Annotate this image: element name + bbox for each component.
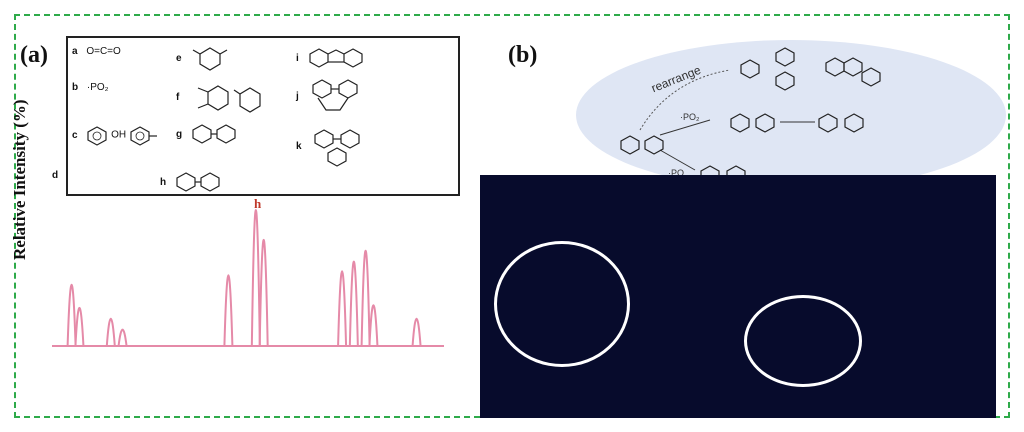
scheme-bubble xyxy=(576,40,1006,190)
spectrum-peak xyxy=(117,328,128,347)
legend-box: a O=C=O b ·PO₂ c OH e f xyxy=(66,36,460,196)
legend-item-k: k xyxy=(296,126,370,167)
spectrum-peak xyxy=(74,307,85,347)
image-artifact-region xyxy=(480,175,996,418)
spectrum-peak xyxy=(348,260,359,347)
benzene-icon xyxy=(740,59,760,79)
spectrum-peak xyxy=(258,239,269,347)
po-label: ·PO xyxy=(668,168,685,178)
legend-letter: h xyxy=(160,176,167,188)
phenol-molecule-icon xyxy=(87,126,107,146)
biphenyl-molecule-icon xyxy=(176,172,220,192)
fluorene-ring-icon xyxy=(775,47,795,67)
legend-text: O=C=O xyxy=(86,46,121,57)
legend-letter: k xyxy=(296,140,302,152)
spectrum-peak xyxy=(223,274,234,347)
legend-item-j: j xyxy=(296,78,368,114)
imide-molecule-icon xyxy=(197,85,261,113)
reaction-scheme xyxy=(620,47,881,185)
spectrum-peak xyxy=(411,318,422,347)
spectrum-peak xyxy=(250,209,261,347)
legend-text: OH xyxy=(111,129,127,141)
fused-ring-molecule-icon xyxy=(314,129,360,167)
legend-item-c: c OH xyxy=(72,126,159,146)
legend-letter: i xyxy=(296,52,299,64)
arrow-po2 xyxy=(659,119,711,136)
spectrum-peaks xyxy=(66,209,422,347)
y-axis-label: Relative Intensity (%) xyxy=(10,99,29,261)
legend-letter: a xyxy=(72,46,78,57)
spectrum-peak xyxy=(105,318,116,347)
fluorene-molecule-icon xyxy=(308,48,363,68)
spectrum-peak xyxy=(337,270,348,347)
legend-text: ·PO₂ xyxy=(86,82,109,93)
anthracene-ring-icon xyxy=(825,57,845,77)
legend-item-h: h xyxy=(160,172,221,192)
legend-letter: g xyxy=(176,128,183,140)
fluorene-icon xyxy=(755,113,775,133)
panel-b-label: (b) xyxy=(508,42,538,68)
spectrum-peak xyxy=(368,304,379,347)
spectrum-peak xyxy=(66,284,77,347)
legend-item-e: e xyxy=(176,46,230,71)
dopo-ring-icon xyxy=(620,135,640,155)
legend-item-d: d xyxy=(52,170,64,181)
biphenyl-molecule-icon xyxy=(192,124,236,144)
panel-a-label: (a) xyxy=(20,42,48,68)
spectrum-peak xyxy=(360,250,371,347)
artifact-circle xyxy=(744,295,862,387)
fluorene-ring-icon xyxy=(775,71,795,91)
anthracene-ring-icon xyxy=(843,57,863,77)
artifact-circle xyxy=(494,241,630,367)
legend-letter: d xyxy=(52,170,59,181)
legend-letter: c xyxy=(72,129,78,141)
legend-item-i: i xyxy=(296,46,364,70)
legend-letter: f xyxy=(176,91,180,103)
spectrum-chart: h xyxy=(52,196,444,347)
anthracene-ring-icon xyxy=(861,67,881,87)
biphenyl-ring-icon xyxy=(844,113,864,133)
po2-label: ·PO₂ xyxy=(680,112,700,122)
xylene-molecule-icon xyxy=(193,47,228,71)
legend-item-b: b ·PO₂ xyxy=(72,82,109,93)
dopo-ring-icon xyxy=(644,135,664,155)
biphenyl-ring-icon xyxy=(818,113,838,133)
dopo-molecule-icon xyxy=(311,79,358,111)
peak-label-h: h xyxy=(254,196,262,211)
legend-letter: b xyxy=(72,82,79,93)
legend-letter: j xyxy=(296,90,299,102)
toluene-molecule-icon xyxy=(130,126,157,146)
legend-item-a: a O=C=O xyxy=(72,46,121,57)
legend-letter: e xyxy=(176,52,182,64)
rearrange-arrow xyxy=(639,69,731,131)
legend-item-f: f xyxy=(176,80,268,114)
legend-item-g: g xyxy=(176,124,237,144)
fluorene-icon xyxy=(730,113,750,133)
arrow-po xyxy=(659,149,696,171)
